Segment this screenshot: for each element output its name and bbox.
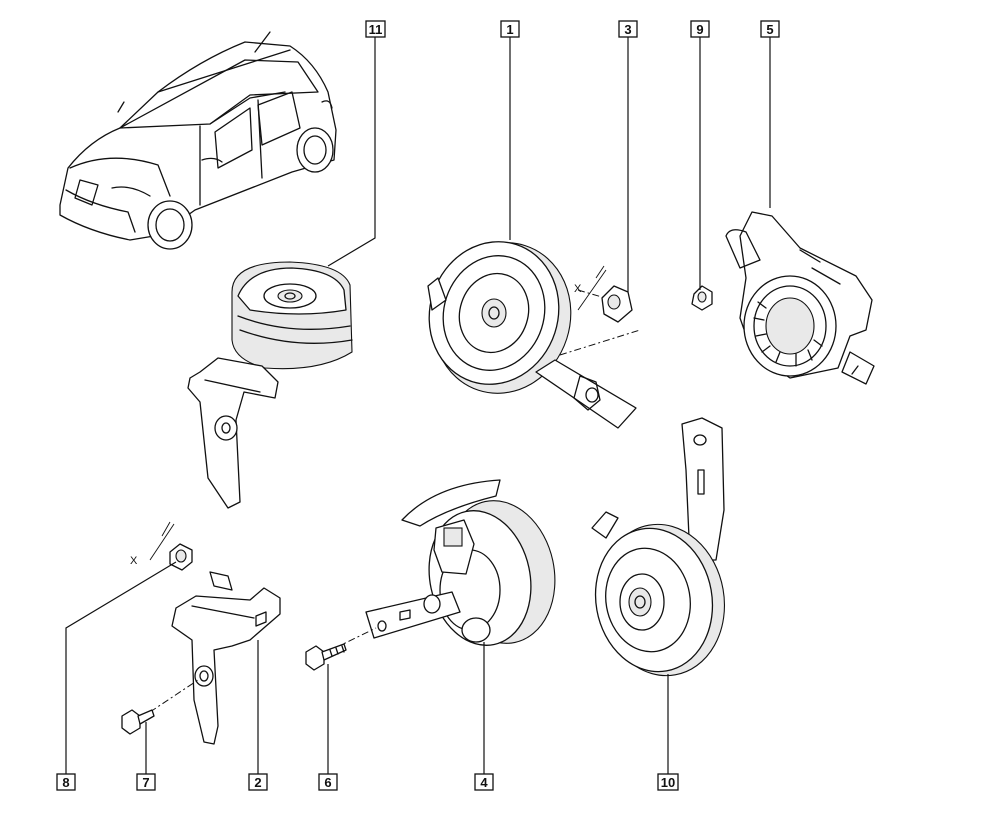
- assembly-axis-line-3: [577, 289, 613, 301]
- assembly-axis-line-1: [559, 329, 641, 356]
- callout-label-6: 6: [324, 775, 331, 790]
- horn-4: [365, 479, 556, 646]
- leader-lines: [65, 36, 771, 774]
- callout-label-5: 5: [766, 22, 773, 37]
- callout-6: 6: [318, 773, 338, 791]
- vehicle-illustration: [59, 31, 337, 250]
- callout-label-9: 9: [696, 22, 703, 37]
- bolt-6: [305, 643, 347, 671]
- bracket-2: [171, 571, 281, 745]
- horn-10: [591, 417, 726, 677]
- callout-label-3: 3: [624, 22, 631, 37]
- nut-9: [691, 285, 713, 311]
- callout-2: 2: [248, 773, 268, 791]
- callout-11: 11: [365, 20, 386, 38]
- callout-label-11: 11: [369, 22, 383, 37]
- callout-1: 1: [500, 20, 520, 38]
- dimension-x-bottom: X: [130, 521, 175, 567]
- dimension-label-x-top: X: [574, 283, 582, 295]
- nut-8: [169, 543, 193, 571]
- nut-3: [601, 285, 633, 323]
- leader-line-8: [65, 561, 177, 774]
- callout-label-1: 1: [506, 22, 513, 37]
- dimension-label-x-bottom: X: [130, 555, 138, 567]
- leader-line-11: [327, 36, 376, 267]
- callout-8: 8: [56, 773, 76, 791]
- assembly-axis-line-7: [149, 679, 199, 713]
- callout-10: 10: [657, 773, 679, 791]
- callout-label-7: 7: [142, 775, 149, 790]
- callout-5: 5: [760, 20, 780, 38]
- callout-label-10: 10: [661, 775, 675, 790]
- callout-label-4: 4: [480, 775, 488, 790]
- dimension-x-top: X: [574, 265, 607, 311]
- callout-label-8: 8: [62, 775, 69, 790]
- horn-1: [427, 241, 637, 429]
- callout-label-2: 2: [254, 775, 261, 790]
- bolt-7: [121, 709, 155, 735]
- callout-3: 3: [618, 20, 638, 38]
- callout-9: 9: [690, 20, 710, 38]
- callout-7: 7: [136, 773, 156, 791]
- callout-4: 4: [474, 773, 494, 791]
- horn-with-bracket-11: [187, 261, 353, 509]
- siren-5: [725, 211, 875, 385]
